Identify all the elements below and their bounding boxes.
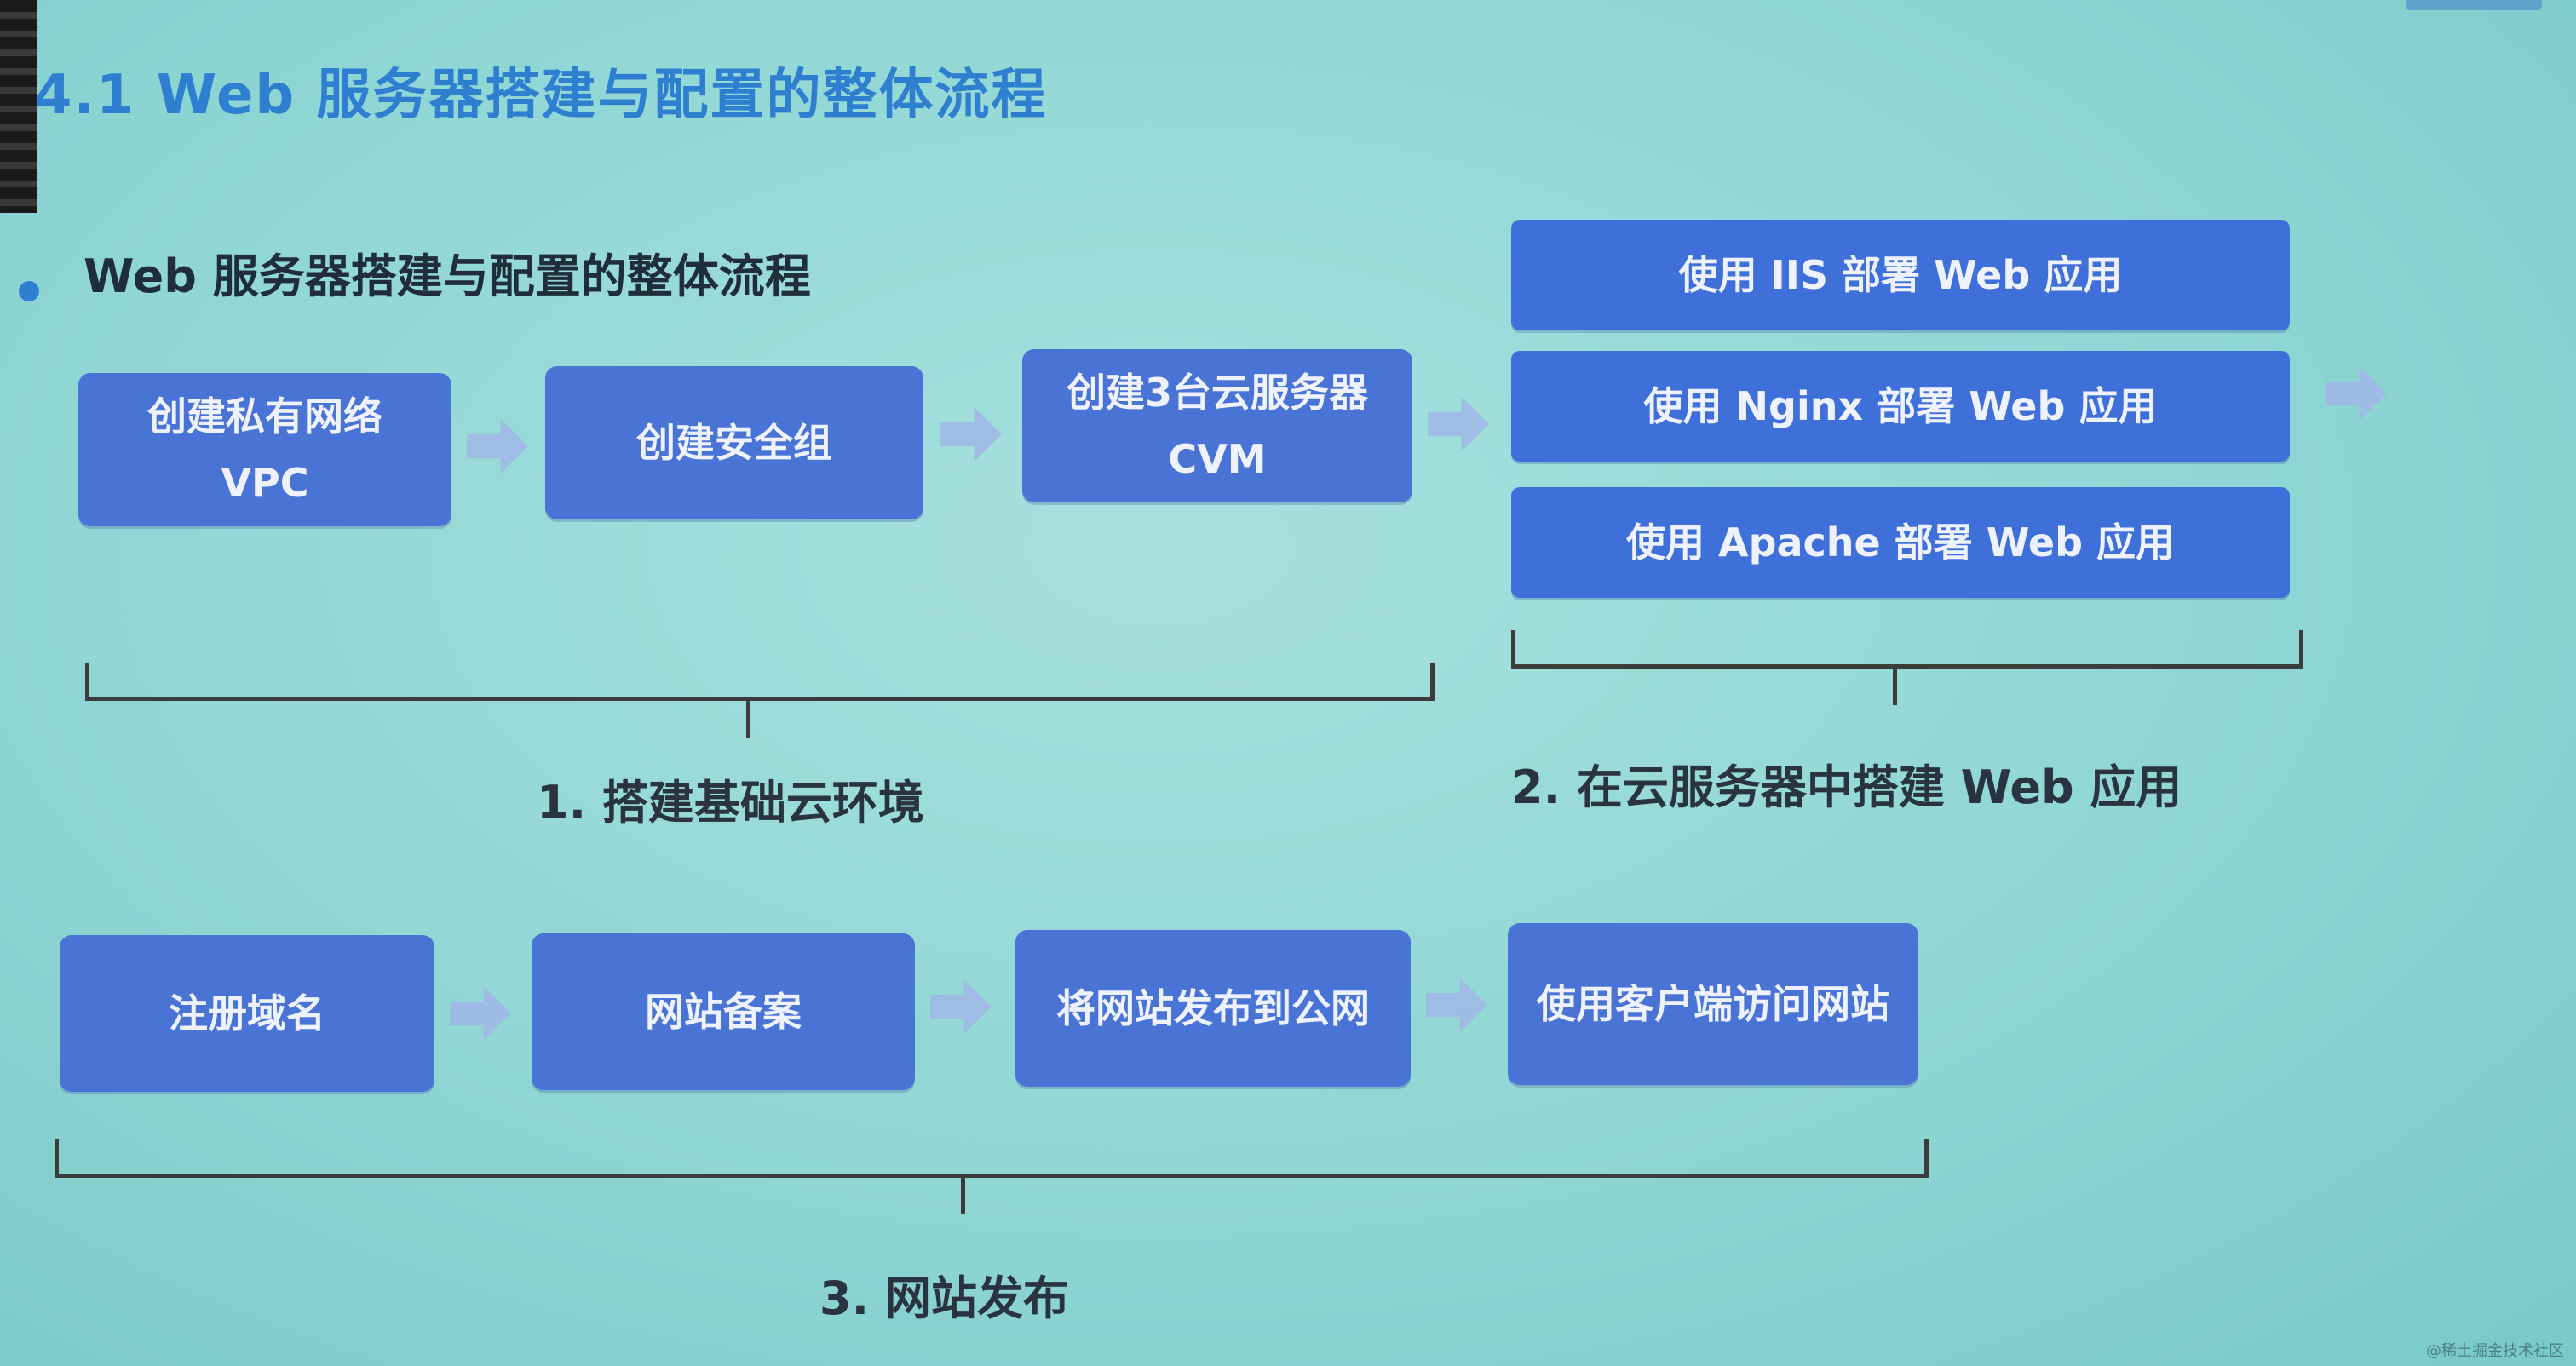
bullet-heading: Web 服务器搭建与配置的整体流程 xyxy=(83,250,811,303)
brace-step3 xyxy=(55,1139,1929,1178)
step-register-domain: 注册域名 xyxy=(60,935,434,1092)
arrow-icon xyxy=(467,419,528,474)
brace-step1 xyxy=(85,663,1435,701)
deploy-apache: 使用 Apache 部署 Web 应用 xyxy=(1511,487,2290,598)
watermark: @稀土掘金技术社区 xyxy=(2426,1342,2564,1360)
deploy-iis: 使用 IIS 部署 Web 应用 xyxy=(1511,220,2290,330)
step-client-access: 使用客户端访问网站 xyxy=(1508,923,1918,1085)
arrow-icon xyxy=(940,407,1002,462)
label-step2: 2. 在云服务器中搭建 Web 应用 xyxy=(1511,760,2182,814)
logo xyxy=(2406,0,2542,10)
projector-edge xyxy=(0,0,37,213)
arrow-icon xyxy=(450,986,511,1041)
arrow-icon xyxy=(1428,397,1489,451)
brace-tick xyxy=(746,697,750,738)
brace-step2 xyxy=(1511,630,2303,669)
slide-title: 4.1 Web 服务器搭建与配置的整体流程 xyxy=(34,64,1048,127)
step-create-cvm: 创建3台云服务器 CVM xyxy=(1022,349,1412,502)
step-create-security-group: 创建安全组 xyxy=(545,366,923,519)
arrow-icon xyxy=(2326,366,2387,421)
label-step1: 1. 搭建基础云环境 xyxy=(537,776,924,829)
arrow-icon xyxy=(1426,978,1487,1032)
step-create-vpc: 创建私有网络 VPC xyxy=(78,373,451,526)
brace-tick xyxy=(1893,664,1897,705)
arrow-icon xyxy=(930,979,992,1034)
deploy-nginx: 使用 Nginx 部署 Web 应用 xyxy=(1511,351,2290,462)
label-step3: 3. 网站发布 xyxy=(819,1271,1069,1325)
step-publish-site: 将网站发布到公网 xyxy=(1015,930,1411,1087)
step-icp-filing: 网站备案 xyxy=(532,933,915,1090)
brace-tick xyxy=(961,1174,965,1214)
bullet-dot xyxy=(19,281,39,301)
